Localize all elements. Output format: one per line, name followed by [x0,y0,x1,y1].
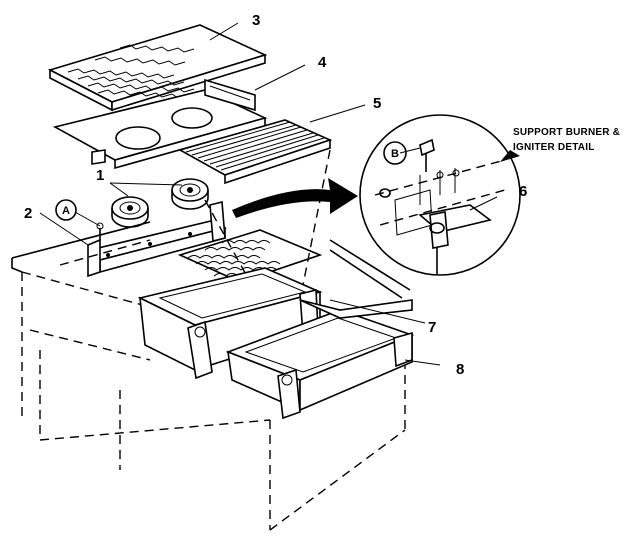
part-label-8: 8 [456,361,464,378]
callout-a-text: A [62,205,70,217]
part-label-6: 6 [519,183,527,200]
drip-tray-part [225,299,415,420]
igniter-detail-view [359,114,521,276]
slatted-grate-part [177,119,333,185]
detail-title-line2: IGNITER DETAIL [513,142,595,153]
rock-grate-part [177,229,323,283]
grill-pan-part [137,267,323,380]
burner-plate-part [52,78,268,170]
part-label-1: 1 [96,167,104,184]
callout-b: B [383,141,407,165]
part-label-4: 4 [318,54,327,71]
part-label-7: 7 [428,319,436,336]
part-label-3: 3 [252,12,260,29]
burner-bracket-part [87,200,227,278]
detail-title-pointer [500,150,520,162]
leader-lines [39,22,498,366]
callout-b-text: B [391,148,399,160]
callout-a: A [55,199,77,221]
detail-title-line1: SUPPORT BURNER & [513,127,620,138]
detail-arrow [232,178,358,218]
burner-heads-part [111,178,209,228]
part-label-5: 5 [373,95,381,112]
wavy-grate-part [47,24,268,112]
part-label-2: 2 [24,205,32,222]
